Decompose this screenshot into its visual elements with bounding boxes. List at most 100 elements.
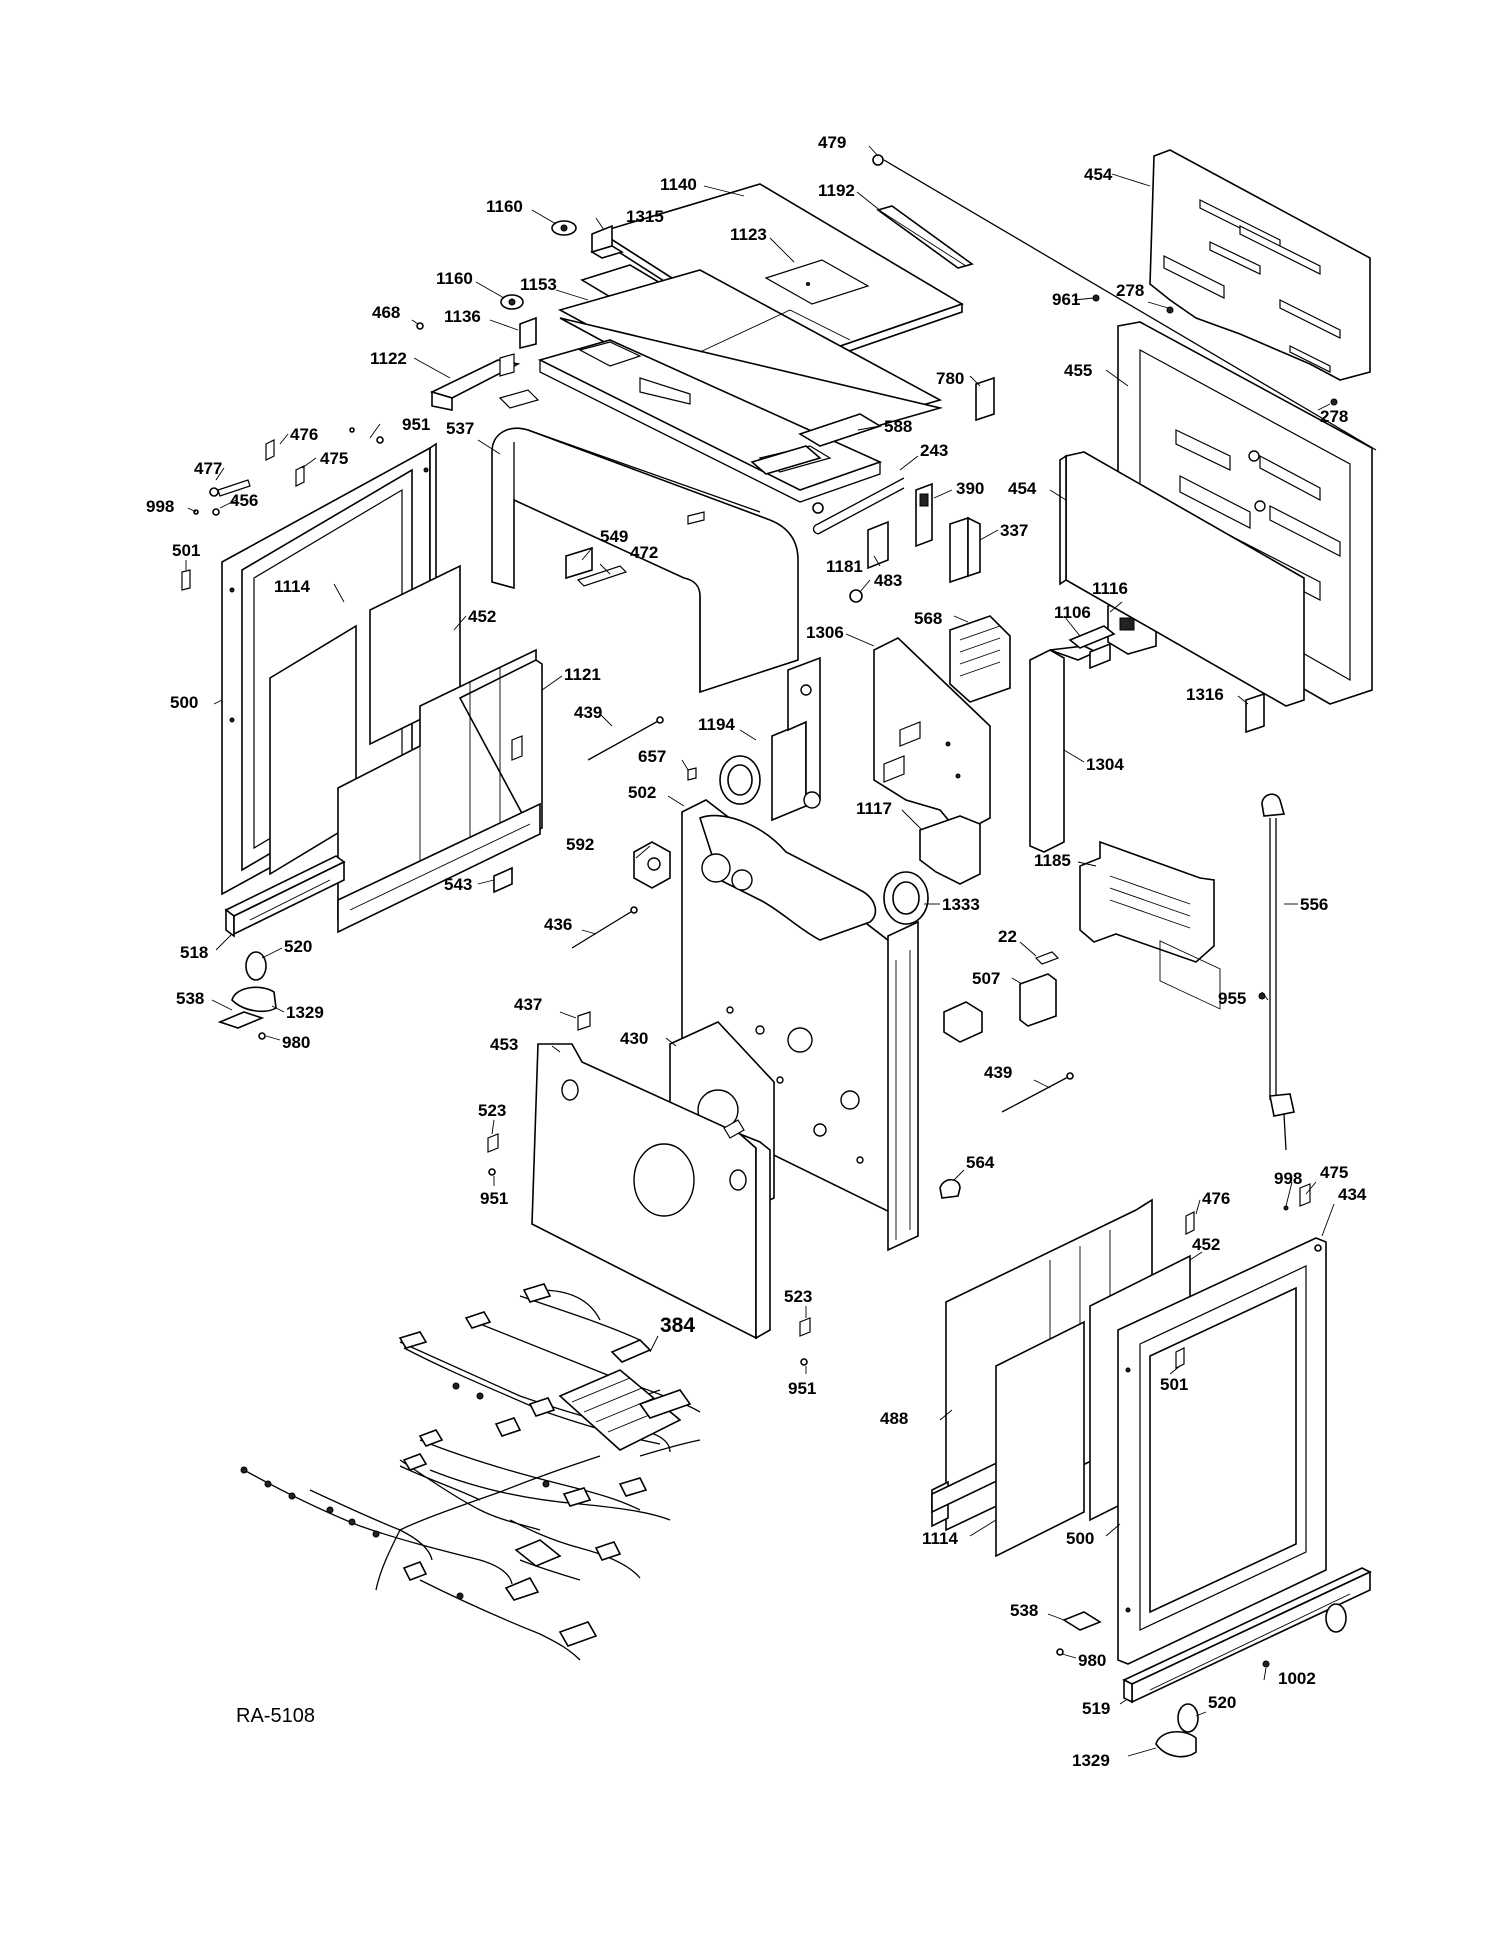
callout-1160: 1160	[436, 269, 473, 288]
clip-22	[1034, 951, 1060, 965]
callout-434: 434	[1338, 1185, 1367, 1204]
callout-1329: 1329	[286, 1003, 324, 1022]
callout-430: 430	[620, 1029, 648, 1048]
callout-468: 468	[372, 303, 400, 322]
callout-1160: 1160	[486, 197, 523, 216]
clip-523-lower	[799, 1317, 811, 1337]
callout-476: 476	[290, 425, 318, 444]
bracket-1315	[590, 224, 624, 259]
ring-1333	[883, 871, 929, 925]
screw-955	[1258, 992, 1266, 1000]
bracket-592	[633, 841, 671, 889]
power-cord-556	[1261, 793, 1295, 1151]
door-trim-bottom-left	[337, 802, 541, 934]
clip-657	[687, 767, 697, 781]
callout-439: 439	[984, 1063, 1012, 1082]
rod-439-lower	[1001, 1072, 1074, 1113]
bracket-1122	[429, 353, 521, 411]
bracket-1194	[771, 656, 821, 822]
callout-1002: 1002	[1278, 1669, 1316, 1688]
callout-453: 453	[490, 1035, 518, 1054]
door-bracket-543	[493, 866, 513, 894]
callout-488: 488	[880, 1409, 908, 1428]
callout-502: 502	[628, 783, 656, 802]
callout-1114: 1114	[922, 1529, 958, 1548]
bracket-cross	[943, 1001, 983, 1043]
callout-980: 980	[282, 1033, 310, 1052]
callout-1192: 1192	[818, 181, 855, 200]
screw-278-lower	[1330, 398, 1338, 406]
callout-1329: 1329	[1072, 1751, 1110, 1770]
callout-549: 549	[600, 527, 628, 546]
callout-951: 951	[788, 1379, 816, 1398]
callout-500: 500	[1066, 1529, 1094, 1548]
callout-588: 588	[884, 417, 912, 436]
bracket-1106	[1068, 625, 1116, 670]
callout-657: 657	[638, 747, 666, 766]
callout-labels: 479 454 1140 1192 1160 1315 1123 1160 11…	[146, 133, 1367, 1770]
callout-951: 951	[480, 1189, 508, 1208]
callout-1306: 1306	[806, 623, 844, 642]
door-small-parts-left	[181, 427, 384, 591]
callout-337: 337	[1000, 521, 1028, 540]
door-hinge-518	[224, 855, 346, 938]
callout-1181: 1181	[826, 557, 863, 576]
callout-452: 452	[1192, 1235, 1220, 1254]
component-507	[1019, 973, 1057, 1027]
callout-538: 538	[1010, 1601, 1038, 1620]
callout-538: 538	[176, 989, 204, 1008]
callout-501: 501	[1160, 1375, 1188, 1394]
callout-998: 998	[146, 497, 174, 516]
callout-278: 278	[1116, 281, 1144, 300]
callout-1153: 1153	[520, 275, 557, 294]
callout-1106: 1106	[1054, 603, 1091, 622]
oven-wrapper-537	[491, 427, 799, 694]
callout-1316: 1316	[1186, 685, 1224, 704]
callout-452: 452	[468, 607, 496, 626]
callout-243: 243	[920, 441, 948, 460]
callout-472: 472	[630, 543, 658, 562]
rod-439-upper	[587, 716, 664, 761]
callout-475: 475	[320, 449, 348, 468]
label-780	[975, 376, 995, 422]
callout-475: 475	[1320, 1163, 1348, 1182]
callout-518: 518	[180, 943, 208, 962]
callout-537: 537	[446, 419, 474, 438]
callout-998: 998	[1274, 1169, 1302, 1188]
door-small-parts-right	[1175, 1183, 1322, 1668]
callout-1333: 1333	[942, 895, 980, 914]
screw-468	[416, 322, 424, 330]
diagram-reference-id: RA-5108	[236, 1705, 315, 1727]
heat-shield-453	[531, 1043, 771, 1340]
module-568	[949, 615, 1011, 703]
callout-1114: 1114	[274, 577, 310, 596]
callout-476: 476	[1202, 1189, 1230, 1208]
callout-568: 568	[914, 609, 942, 628]
callout-483: 483	[874, 571, 902, 590]
door-glass-1114-right	[995, 1320, 1085, 1558]
callout-543: 543	[444, 875, 472, 894]
callout-564: 564	[966, 1153, 995, 1172]
bracket-1136	[519, 316, 537, 350]
door-hinge-519	[1122, 1567, 1372, 1704]
bracket-337	[949, 516, 981, 584]
callout-592: 592	[566, 835, 594, 854]
callout-1136: 1136	[444, 307, 481, 326]
callout-479: 479	[818, 133, 846, 152]
callout-384: 384	[660, 1314, 695, 1337]
screw-278-upper	[1166, 306, 1174, 314]
callout-1185: 1185	[1034, 851, 1071, 870]
callout-1194: 1194	[698, 715, 735, 734]
shield-1185	[1079, 840, 1215, 963]
callout-436: 436	[544, 915, 572, 934]
rod-436	[571, 906, 638, 949]
screw-951-mid	[488, 1168, 496, 1176]
callout-1123: 1123	[730, 225, 767, 244]
callout-454: 454	[1008, 479, 1037, 498]
callout-437: 437	[514, 995, 542, 1014]
clip-523-upper	[487, 1133, 499, 1153]
door-bottom-parts-right	[1056, 1603, 1347, 1758]
callout-1116: 1116	[1092, 579, 1128, 598]
callout-961: 961	[1052, 290, 1080, 309]
